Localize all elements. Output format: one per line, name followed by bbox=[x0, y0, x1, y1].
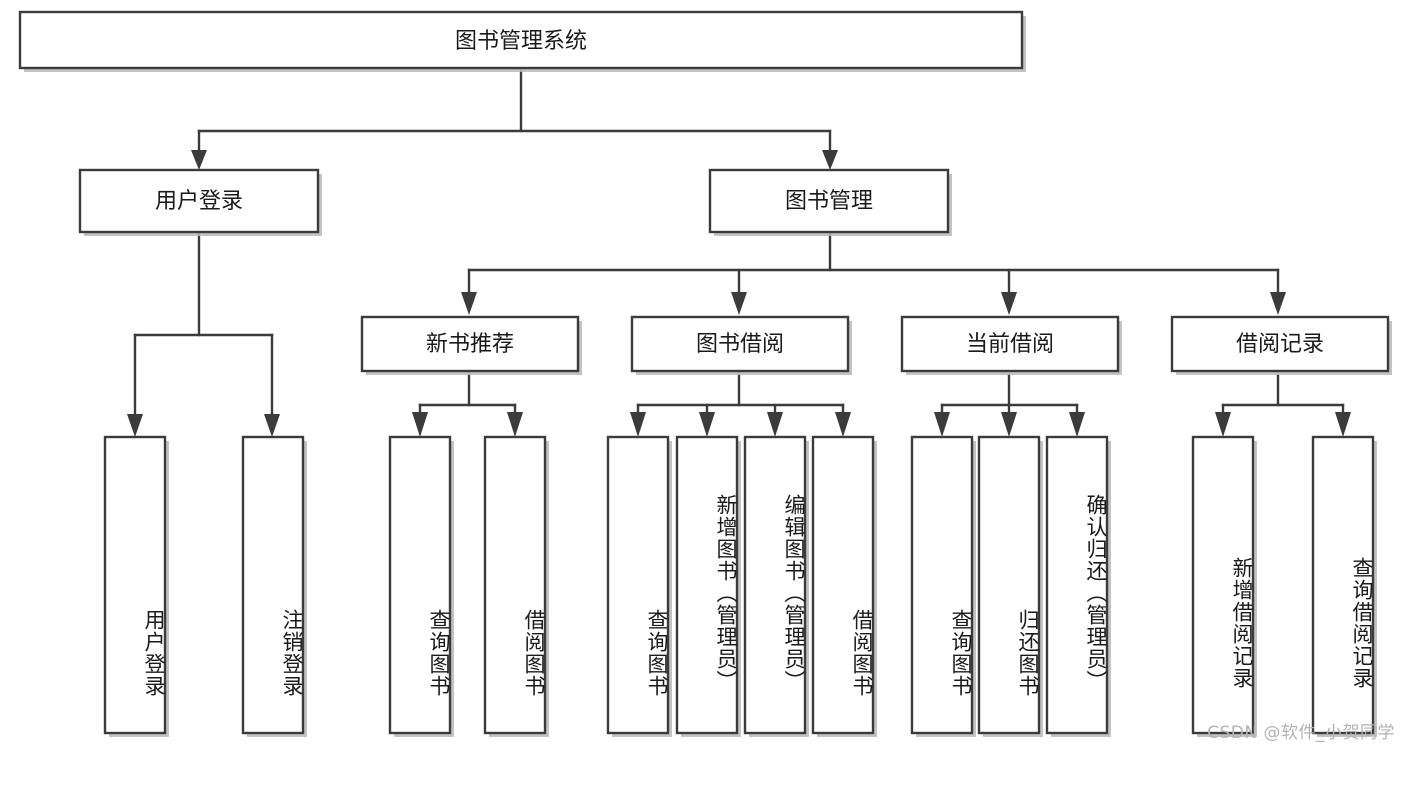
node-current-label: 当前借阅 bbox=[966, 332, 1054, 357]
arrow-head-leaf-nb-borrow bbox=[507, 412, 523, 437]
node-user-login-label: 用户登录 bbox=[155, 189, 243, 214]
arrow-head-leaf-cb-query bbox=[934, 412, 950, 437]
arrow-head-leaf-br-query bbox=[1335, 412, 1351, 437]
arrow-head-current bbox=[1001, 292, 1017, 315]
node-record[interactable] bbox=[1170, 315, 1390, 373]
node-borrow[interactable] bbox=[630, 315, 850, 373]
diagram-canvas: 图书管理系统 用户登录 图书管理 新书推荐 图书借阅 当前借阅 借阅记录 bbox=[18, 10, 1392, 737]
arrow-head-leaf-user-login bbox=[127, 414, 143, 437]
arrow-head-record bbox=[1270, 292, 1286, 315]
arrow-head-leaf-br-add bbox=[1215, 412, 1231, 437]
node-record-label: 借阅记录 bbox=[1236, 332, 1324, 357]
arrow-head-borrow bbox=[731, 292, 747, 315]
arrow-head-new-book bbox=[461, 292, 477, 315]
arrow-head-leaf-cb-confirm bbox=[1069, 412, 1085, 437]
node-current[interactable] bbox=[900, 315, 1120, 373]
arrow-head-leaf-bb-edit bbox=[767, 412, 783, 437]
leaf-logout[interactable] bbox=[241, 435, 305, 735]
leaf-cb-return[interactable] bbox=[977, 435, 1041, 735]
arrow-head-leaf-cb-return bbox=[1001, 412, 1017, 437]
arrow-head-user-login bbox=[191, 150, 207, 170]
csdn-watermark: CSDN @软件_小贺同学 bbox=[1207, 723, 1395, 743]
leaf-nb-query[interactable] bbox=[388, 435, 452, 735]
node-layer: 图书管理系统 用户登录 图书管理 新书推荐 图书借阅 当前借阅 借阅记录 bbox=[18, 10, 1392, 737]
arrow-head-book-manage bbox=[822, 150, 838, 170]
node-user-login[interactable] bbox=[78, 168, 320, 234]
arrow-head-leaf-bb-query bbox=[630, 412, 646, 437]
leaf-cb-confirm[interactable] bbox=[1045, 435, 1109, 735]
node-book-manage-label: 图书管理 bbox=[785, 189, 873, 214]
leaf-bb-edit[interactable] bbox=[743, 435, 807, 735]
arrow-head-leaf-nb-query bbox=[412, 412, 428, 437]
node-root[interactable] bbox=[18, 10, 1024, 70]
leaf-br-query[interactable] bbox=[1311, 435, 1375, 735]
node-new-book[interactable] bbox=[360, 315, 580, 373]
arrow-head-leaf-bb-add bbox=[699, 412, 715, 437]
leaf-bb-add[interactable] bbox=[675, 435, 739, 735]
leaf-cb-query[interactable] bbox=[910, 435, 974, 735]
node-root-label: 图书管理系统 bbox=[455, 29, 587, 54]
flowchart-diagram: 图书管理系统 用户登录 图书管理 新书推荐 图书借阅 当前借阅 借阅记录 bbox=[18, 10, 1395, 743]
leaf-br-add[interactable] bbox=[1191, 435, 1255, 735]
leaf-bb-query[interactable] bbox=[606, 435, 670, 735]
arrow-head-leaf-bb-borrow bbox=[835, 412, 851, 437]
connector-layer bbox=[127, 69, 1351, 437]
node-new-book-label: 新书推荐 bbox=[426, 332, 514, 357]
leaf-bb-borrow[interactable] bbox=[811, 435, 875, 735]
leaf-user-login[interactable] bbox=[103, 435, 167, 735]
arrow-head-leaf-logout bbox=[264, 414, 280, 437]
node-borrow-label: 图书借阅 bbox=[696, 332, 784, 357]
leaf-nb-borrow[interactable] bbox=[483, 435, 547, 735]
node-book-manage[interactable] bbox=[708, 168, 950, 234]
